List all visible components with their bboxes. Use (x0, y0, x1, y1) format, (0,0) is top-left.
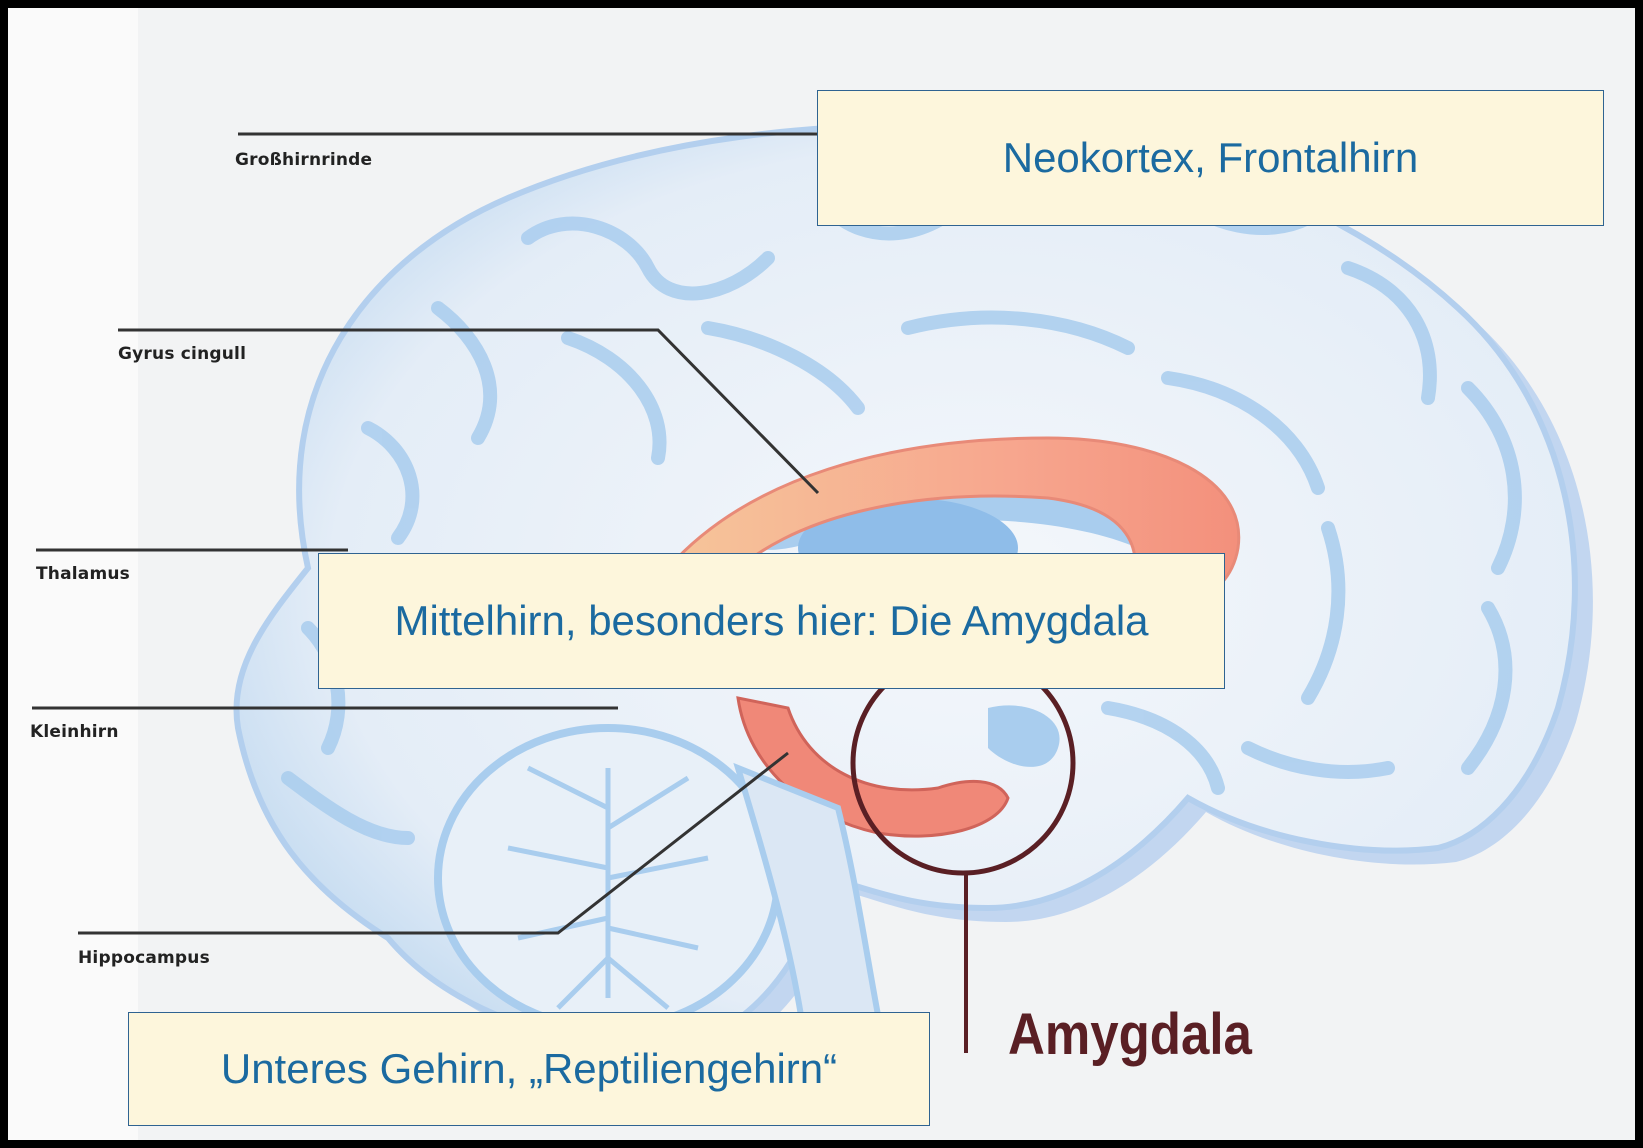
label-thalamus: Thalamus (36, 564, 130, 584)
callout-unteres-gehirn: Unteres Gehirn, „Reptiliengehirn“ (128, 1012, 930, 1126)
callout-mittelhirn: Mittelhirn, besonders hier: Die Amygdala (318, 553, 1225, 689)
callout-neokortex: Neokortex, Frontalhirn (817, 90, 1604, 226)
label-hippocampus: Hippocampus (78, 948, 210, 968)
callout-unteres-gehirn-text: Unteres Gehirn, „Reptiliengehirn“ (221, 1045, 837, 1093)
label-amygdala: Amygdala (1008, 1001, 1252, 1068)
callout-mittelhirn-text: Mittelhirn, besonders hier: Die Amygdala (394, 597, 1148, 645)
label-kleinhirn: Kleinhirn (30, 722, 119, 742)
label-gyrus-cinguli: Gyrus cingull (118, 344, 246, 364)
callout-neokortex-text: Neokortex, Frontalhirn (1003, 134, 1419, 182)
label-grosshirnrinde: Großhirnrinde (235, 150, 372, 170)
diagram-frame: Großhirnrinde Gyrus cingull Thalamus Kle… (8, 8, 1635, 1140)
